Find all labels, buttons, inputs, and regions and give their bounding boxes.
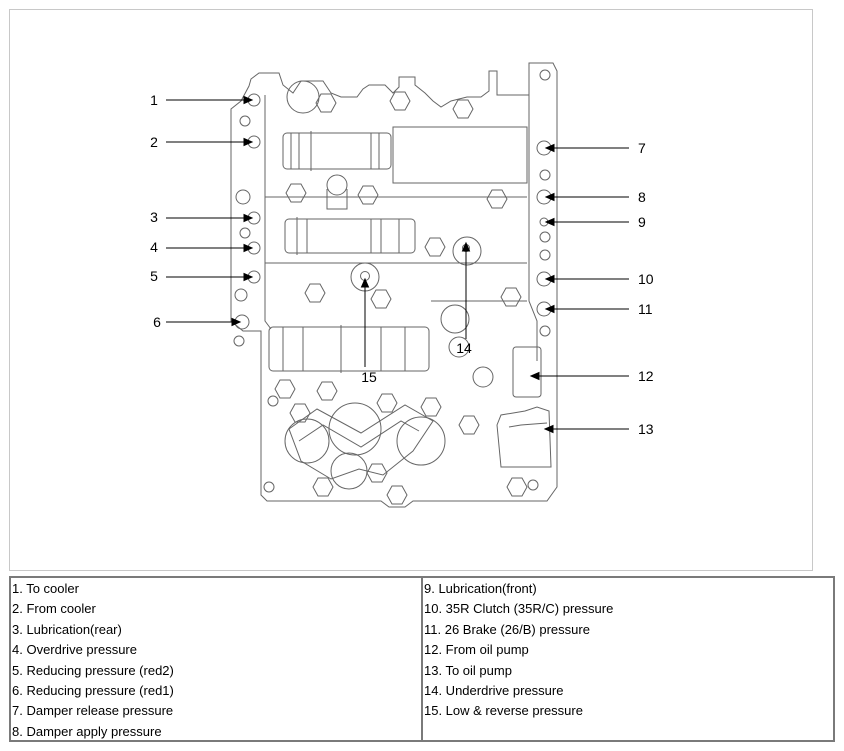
legend-column-left: 1. To cooler 2. From cooler 3. Lubricati… [11, 578, 421, 740]
legend-item: 7. Damper release pressure [12, 703, 174, 719]
valve-body-diagram: 1 2 3 4 5 6 7 8 9 10 11 12 13 14 15 [150, 62, 654, 508]
legend-item: 10. 35R Clutch (35R/C) pressure [424, 601, 614, 617]
callout-4: 4 [150, 239, 158, 255]
callout-9: 9 [638, 214, 646, 230]
legend-item: 5. Reducing pressure (red2) [12, 662, 174, 678]
callout-13: 13 [638, 421, 654, 437]
diagram-frame: 1 2 3 4 5 6 7 8 9 10 11 12 13 14 15 [9, 9, 813, 571]
legend-item: 4. Overdrive pressure [12, 642, 137, 658]
callout-3: 3 [150, 209, 158, 225]
legend-column-right: 9. Lubrication(front) 10. 35R Clutch (35… [421, 578, 833, 740]
callout-15: 15 [361, 369, 377, 385]
callout-2: 2 [150, 134, 158, 150]
callout-8: 8 [638, 189, 646, 205]
legend-table: 1. To cooler 2. From cooler 3. Lubricati… [9, 576, 835, 742]
legend-item: 9. Lubrication(front) [424, 581, 537, 596]
valve-body-drawing [230, 62, 558, 508]
callout-14: 14 [456, 340, 472, 356]
callout-6: 6 [153, 314, 161, 330]
callout-5: 5 [150, 268, 158, 284]
legend-item: 8. Damper apply pressure [12, 723, 162, 739]
callout-10: 10 [638, 271, 654, 287]
legend-item: 15. Low & reverse pressure [424, 703, 583, 719]
legend-item: 6. Reducing pressure (red1) [12, 682, 174, 698]
legend-item: 3. Lubrication(rear) [12, 621, 122, 637]
leader-lines [166, 95, 629, 434]
legend-item: 12. From oil pump [424, 642, 529, 658]
legend-item: 11. 26 Brake (26/B) pressure [424, 621, 590, 637]
callout-7: 7 [638, 140, 646, 156]
bolt-heads [274, 91, 528, 505]
callout-1: 1 [150, 92, 158, 108]
legend-item: 1. To cooler [12, 581, 79, 596]
callout-labels: 1 2 3 4 5 6 7 8 9 10 11 12 13 14 15 [150, 92, 654, 437]
legend-item: 14. Underdrive pressure [424, 682, 564, 698]
legend-item: 13. To oil pump [424, 662, 512, 678]
callout-12: 12 [638, 368, 654, 384]
legend-item: 2. From cooler [12, 601, 96, 617]
callout-11: 11 [638, 301, 653, 317]
